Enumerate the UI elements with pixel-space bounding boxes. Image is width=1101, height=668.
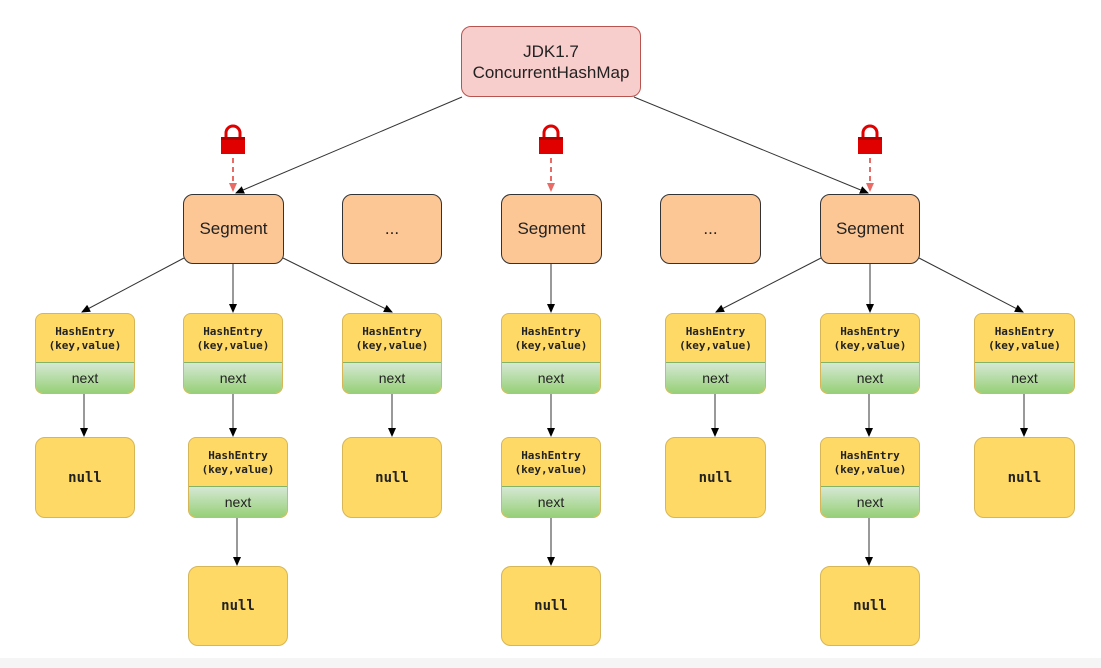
hash-entry-next: next <box>184 362 282 393</box>
null-node: null <box>974 437 1075 518</box>
hash-entry-title: HashEntry <box>208 449 268 462</box>
hash-entry-title: HashEntry <box>203 325 263 338</box>
ellipsis-node: ... <box>660 194 761 264</box>
edge-root-segment-left <box>235 96 463 194</box>
null-label: null <box>698 469 733 486</box>
segment-label: Segment <box>835 219 905 238</box>
hash-entry-title: HashEntry <box>685 325 746 338</box>
hash-entry: HashEntry(key,value) next <box>342 313 442 394</box>
ellipsis-label: ... <box>384 219 400 238</box>
null-node: null <box>188 566 288 646</box>
segment-node: Segment <box>820 194 920 264</box>
hash-entry-title: HashEntry <box>521 325 581 338</box>
hash-entry-next: next <box>343 362 441 393</box>
hash-entry: HashEntry(key,value) next <box>35 313 135 394</box>
segment-label: Segment <box>199 219 268 238</box>
hash-entry: HashEntry(key,value) next <box>188 437 288 518</box>
root-title: JDK1.7 <box>523 41 579 61</box>
hash-entry-fields: (key,value) <box>833 463 907 476</box>
hash-entry-next: next <box>36 362 134 393</box>
hash-entry-title: HashEntry <box>994 325 1055 338</box>
hash-entry-next: next <box>666 362 765 393</box>
hash-entry-next: next <box>821 486 919 517</box>
hash-entry-fields: (key,value) <box>48 339 122 352</box>
hash-entry-fields: (key,value) <box>514 339 588 352</box>
null-label: null <box>221 598 255 614</box>
hash-entry-next: next <box>189 486 287 517</box>
hash-entry: HashEntry(key,value) next <box>501 313 601 394</box>
segment-node: Segment <box>501 194 602 264</box>
null-node: null <box>501 566 601 646</box>
root-node: JDK1.7 ConcurrentHashMap <box>461 26 641 97</box>
segment-node: Segment <box>183 194 284 264</box>
edge-seg3-entry3 <box>918 257 1024 313</box>
ellipsis-node: ... <box>342 194 442 264</box>
edge-seg1-entry3 <box>282 257 393 313</box>
lock-icon <box>539 124 563 154</box>
null-label: null <box>853 598 887 614</box>
hash-entry-title: HashEntry <box>521 449 581 462</box>
lock-icon <box>221 124 245 154</box>
hash-entry: HashEntry(key,value) next <box>501 437 601 518</box>
edge-seg3-entry1 <box>715 257 822 313</box>
segment-label: Segment <box>517 219 586 238</box>
bottom-strip <box>0 658 1101 668</box>
hash-entry: HashEntry(key,value) next <box>974 313 1075 394</box>
null-node: null <box>342 437 442 518</box>
hash-entry-next: next <box>502 362 600 393</box>
hash-entry-fields: (key,value) <box>679 339 752 352</box>
null-label: null <box>68 469 102 486</box>
edge-seg1-entry1 <box>81 257 185 313</box>
null-node: null <box>665 437 766 518</box>
hash-entry: HashEntry(key,value) next <box>665 313 766 394</box>
hash-entry-fields: (key,value) <box>196 339 270 352</box>
hash-entry-next: next <box>821 362 919 393</box>
hash-entry-next: next <box>975 362 1074 393</box>
hash-entry-next: next <box>502 486 600 517</box>
hash-entry-title: HashEntry <box>840 325 900 338</box>
null-label: null <box>375 469 409 486</box>
hash-entry: HashEntry(key,value) next <box>820 437 920 518</box>
null-label: null <box>1007 469 1042 486</box>
edge-root-segment-right <box>633 96 869 194</box>
null-label: null <box>534 598 568 614</box>
hash-entry: HashEntry(key,value) next <box>820 313 920 394</box>
hash-entry-fields: (key,value) <box>988 339 1061 352</box>
lock-icon <box>858 124 882 154</box>
ellipsis-label: ... <box>703 219 718 238</box>
hash-entry-fields: (key,value) <box>201 463 275 476</box>
null-node: null <box>35 437 135 518</box>
hash-entry-title: HashEntry <box>362 325 422 338</box>
hash-entry-title: HashEntry <box>55 325 115 338</box>
hash-entry-fields: (key,value) <box>833 339 907 352</box>
hash-entry-fields: (key,value) <box>355 339 429 352</box>
null-node: null <box>820 566 920 646</box>
hash-entry-title: HashEntry <box>840 449 900 462</box>
hash-entry: HashEntry(key,value) next <box>183 313 283 394</box>
root-subtitle: ConcurrentHashMap <box>472 62 630 82</box>
hash-entry-fields: (key,value) <box>514 463 588 476</box>
